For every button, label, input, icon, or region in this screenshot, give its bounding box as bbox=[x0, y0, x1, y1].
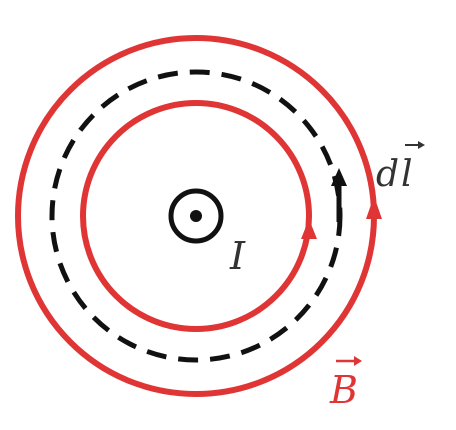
dl-label-base: d bbox=[376, 154, 399, 195]
dl-label: d l bbox=[376, 141, 425, 195]
inner-field-line bbox=[80, 100, 312, 332]
inner-field-arrowhead-icon bbox=[300, 219, 317, 239]
dl-vector-overarrow-icon bbox=[405, 141, 425, 149]
dl-label-vector: l bbox=[401, 154, 413, 195]
outer-field-arrowhead-icon bbox=[366, 196, 382, 219]
field-vector-overarrow-icon bbox=[336, 356, 362, 366]
field-label: B bbox=[329, 356, 362, 412]
dl-vector-arrow-icon bbox=[331, 168, 347, 222]
field-label-symbol: B bbox=[329, 368, 358, 412]
current-out-of-page-icon bbox=[168, 188, 224, 244]
current-label: I bbox=[229, 234, 246, 278]
